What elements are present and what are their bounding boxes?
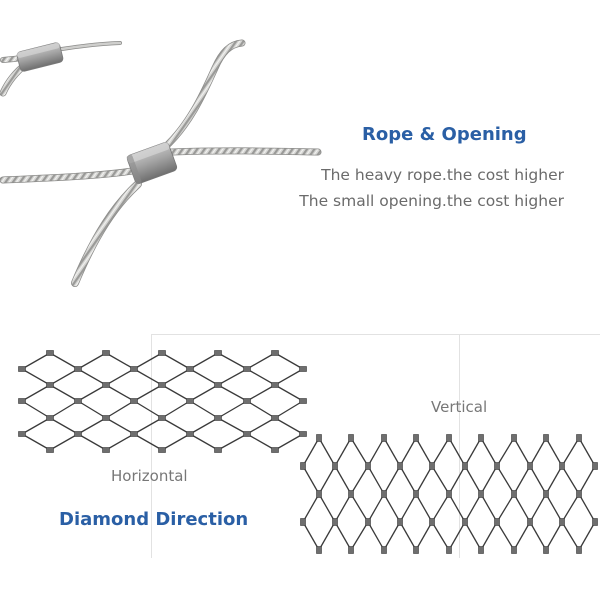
diamond-direction-diagram [18, 334, 600, 558]
horizontal-diamond-mesh [18, 350, 307, 453]
rope-description-line-1: The heavy rope.the cost higher [321, 166, 564, 184]
vertical-diamond-mesh [300, 434, 598, 554]
ferrule-top-left [16, 42, 64, 72]
wire-rope-ferrule-photo [0, 39, 322, 287]
vertical-label: Vertical [431, 398, 488, 416]
diamond-direction-title: Diamond Direction [59, 509, 249, 530]
horizontal-label: Horizontal [111, 467, 188, 485]
ferrule-center [126, 142, 178, 185]
frame-lines [151, 334, 600, 558]
rope-description-line-2: The small opening.the cost higher [299, 192, 564, 210]
rope-opening-title: Rope & Opening [362, 124, 527, 145]
